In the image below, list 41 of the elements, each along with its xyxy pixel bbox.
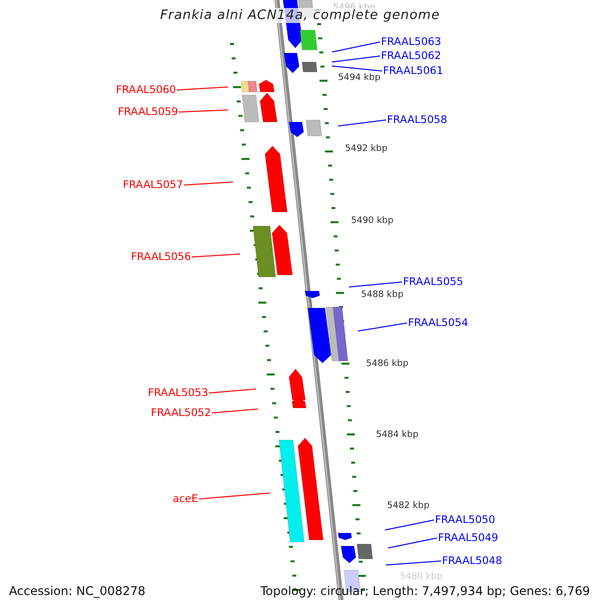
gene-label: FRAAL5058: [387, 114, 448, 126]
leader-line: [208, 388, 256, 394]
leader-line: [388, 538, 438, 548]
scale-label: 5494 kbp: [338, 72, 380, 84]
gene-label: FRAAL5059: [118, 106, 178, 118]
scale-label: 5488 kbp: [361, 290, 404, 300]
gene-label: FRAAL5062: [381, 50, 442, 62]
leader-line: [332, 66, 382, 72]
leader-line: [386, 560, 442, 566]
leader-line: [384, 520, 434, 530]
gene-label: FRAAL5057: [122, 178, 183, 192]
gene-label: FRAAL5052: [150, 406, 211, 420]
leader-line: [192, 254, 240, 258]
leader-line: [178, 110, 228, 112]
gene-label: FRAAL5056: [130, 250, 191, 264]
scale-label: 5492 kbp: [345, 144, 388, 154]
gene-label: FRAAL5055: [403, 276, 464, 288]
gene-label: FRAAL5060: [116, 84, 176, 96]
scale-label: 5486 kbp: [366, 358, 408, 370]
gene-label: FRAAL5054: [408, 316, 468, 330]
leader-line: [332, 56, 380, 62]
leader-line: [184, 182, 234, 186]
leader-line: [338, 120, 386, 126]
leader-line: [176, 86, 228, 90]
gene-label: FRAAL5050: [435, 514, 496, 526]
leader-line: [332, 42, 380, 52]
leader-line: [198, 492, 270, 500]
gene-label: aceE: [172, 492, 198, 506]
gene-label: FRAAL5061: [383, 64, 444, 78]
gene-label: FRAAL5053: [148, 386, 208, 400]
leader-line: [348, 282, 402, 288]
scale-label: 5482 kbp: [387, 500, 430, 512]
leader-line: [212, 408, 258, 414]
genome-info-text: Topology: circular; Length: 7,497,934 bp; Genes: 6,769: [260, 585, 590, 598]
gene-label: FRAAL5063: [381, 36, 442, 48]
leader-line: [358, 322, 408, 332]
scale-label: 5484 kbp: [376, 430, 418, 440]
gene-label: FRAAL5049: [438, 532, 498, 544]
scale-label: 5490 kbp: [351, 216, 394, 226]
gene-label: FRAAL5048: [442, 554, 502, 568]
accession-text: Accession: NC_008278: [9, 585, 146, 598]
